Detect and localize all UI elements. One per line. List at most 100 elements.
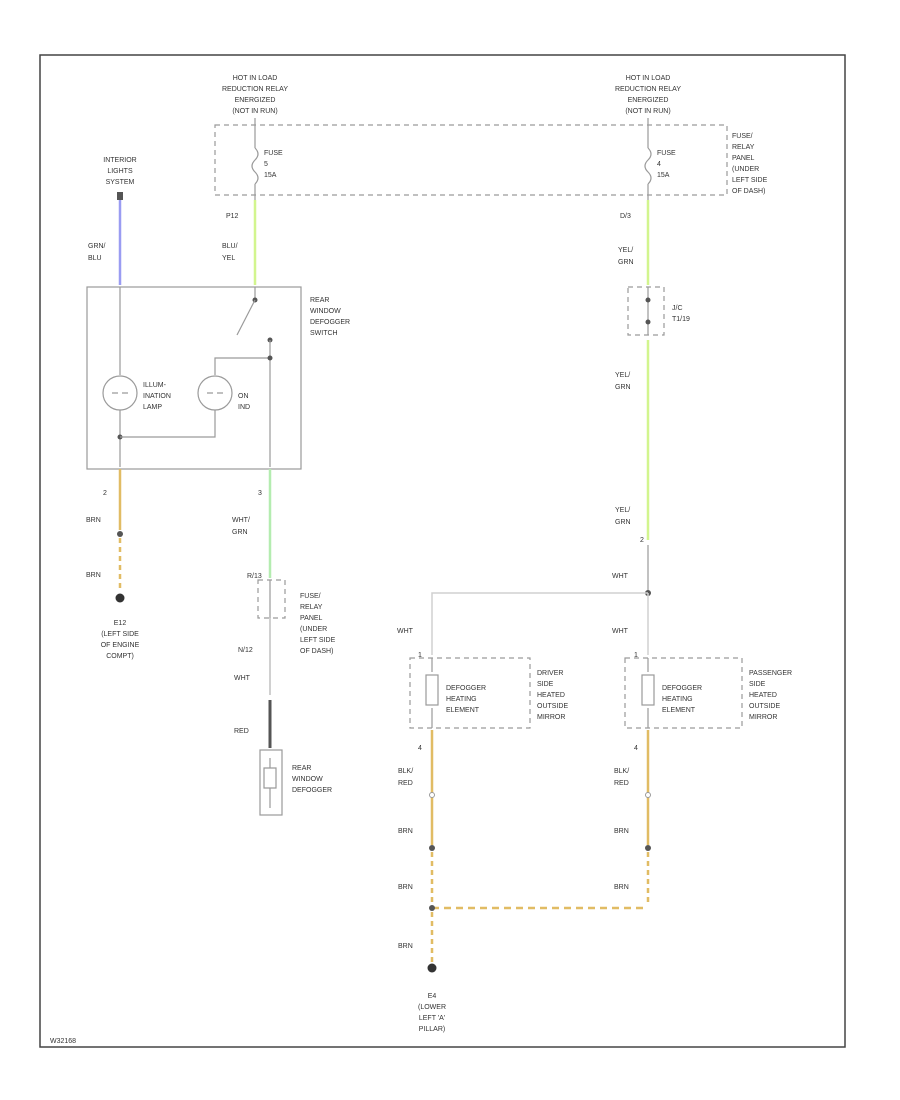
wire-brn-driver-label: BRN: [398, 828, 413, 835]
fuse-relay-panel-label: FUSE/ RELAY PANEL (UNDER LEFT SIDE OF DA…: [732, 133, 768, 195]
svg-text:OUTSIDE: OUTSIDE: [749, 703, 780, 710]
svg-text:FUSE: FUSE: [264, 150, 283, 157]
wire-brn-passenger-label: BRN: [614, 828, 629, 835]
svg-text:SYSTEM: SYSTEM: [106, 179, 135, 186]
svg-text:SIDE: SIDE: [749, 681, 766, 688]
svg-text:ENERGIZED: ENERGIZED: [235, 97, 276, 104]
passenger-mirror-box: [624, 657, 743, 729]
svg-text:OUTSIDE: OUTSIDE: [537, 703, 568, 710]
pin-3-label: 3: [258, 490, 262, 497]
svg-text:MIRROR: MIRROR: [749, 714, 777, 721]
passenger-mirror-label: PASSENGER SIDE HEATED OUTSIDE MIRROR: [749, 670, 792, 721]
passenger-heating-element-symbol: [641, 674, 655, 706]
ground-e4: [427, 963, 437, 973]
passenger-pin-1-label: 1: [634, 652, 638, 659]
passenger-heating-element-label: DEFOGGER HEATING ELEMENT: [662, 685, 702, 714]
svg-text:INATION: INATION: [143, 393, 171, 400]
svg-text:4: 4: [657, 161, 661, 168]
svg-text:IND: IND: [238, 404, 250, 411]
svg-text:ENERGIZED: ENERGIZED: [628, 97, 669, 104]
wire-wht-label-1: WHT: [612, 573, 629, 580]
svg-text:WHT/: WHT/: [232, 517, 250, 524]
svg-text:RED: RED: [614, 780, 629, 787]
wire-blk-red-driver-label: BLK/ RED: [398, 768, 413, 787]
fuse-left-symbol: [251, 147, 259, 185]
svg-text:PASSENGER: PASSENGER: [749, 670, 792, 677]
svg-text:HOT IN LOAD: HOT IN LOAD: [233, 75, 278, 82]
fuse-relay-panel-connector-box: [257, 579, 286, 619]
svg-text:GRN: GRN: [618, 259, 634, 266]
pin-2-label: 2: [103, 490, 107, 497]
svg-text:FUSE/: FUSE/: [732, 133, 753, 140]
connector-r13-label: R/13: [247, 573, 262, 580]
driver-pin-4-label: 4: [418, 745, 422, 752]
svg-text:J/C: J/C: [672, 305, 683, 312]
svg-text:LEFT 'A': LEFT 'A': [419, 1015, 445, 1022]
svg-text:REDUCTION RELAY: REDUCTION RELAY: [222, 86, 288, 93]
illumination-lamp-label: ILLUM- INATION LAMP: [143, 382, 171, 411]
svg-text:HEATING: HEATING: [446, 696, 477, 703]
on-indicator-label: ON IND: [238, 393, 250, 411]
driver-heating-element-label: DEFOGGER HEATING ELEMENT: [446, 685, 486, 714]
jc-label: J/C T1/19: [672, 305, 690, 323]
svg-text:DEFOGGER: DEFOGGER: [662, 685, 702, 692]
driver-mirror-label: DRIVER SIDE HEATED OUTSIDE MIRROR: [537, 670, 568, 721]
diagram-frame: [39, 54, 846, 1048]
svg-text:BLU/: BLU/: [222, 243, 238, 250]
wire-yel-grn-label-3: YEL/ GRN: [615, 507, 631, 526]
svg-text:DRIVER: DRIVER: [537, 670, 563, 677]
svg-text:HEATING: HEATING: [662, 696, 693, 703]
svg-text:(UNDER: (UNDER: [732, 166, 759, 173]
svg-text:PILLAR): PILLAR): [419, 1026, 445, 1033]
svg-text:OF DASH): OF DASH): [732, 188, 765, 195]
svg-text:REDUCTION RELAY: REDUCTION RELAY: [615, 86, 681, 93]
svg-text:LAMP: LAMP: [143, 404, 162, 411]
svg-text:FUSE/: FUSE/: [300, 593, 321, 600]
switch-label: REAR WINDOW DEFOGGER SWITCH: [310, 297, 350, 337]
svg-text:E12: E12: [114, 620, 127, 627]
driver-pin-1-label: 1: [418, 652, 422, 659]
svg-text:LEFT SIDE: LEFT SIDE: [300, 637, 336, 644]
driver-mirror-box: [409, 657, 531, 729]
connector-d3-label: D/3: [620, 213, 631, 220]
svg-text:WINDOW: WINDOW: [310, 308, 341, 315]
svg-text:GRN/: GRN/: [88, 243, 106, 250]
svg-text:LIGHTS: LIGHTS: [107, 168, 133, 175]
svg-text:ELEMENT: ELEMENT: [662, 707, 696, 714]
switch-contact: [236, 299, 256, 336]
svg-text:WINDOW: WINDOW: [292, 776, 323, 783]
svg-text:(UNDER: (UNDER: [300, 626, 327, 633]
svg-text:RED: RED: [398, 780, 413, 787]
svg-text:GRN: GRN: [615, 384, 631, 391]
connector-p12-label: P12: [226, 213, 239, 220]
svg-text:OF ENGINE: OF ENGINE: [101, 642, 140, 649]
svg-text:SWITCH: SWITCH: [310, 330, 338, 337]
svg-text:DEFOGGER: DEFOGGER: [310, 319, 350, 326]
svg-text:ELEMENT: ELEMENT: [446, 707, 480, 714]
svg-text:RELAY: RELAY: [732, 144, 755, 151]
svg-text:PANEL: PANEL: [300, 615, 323, 622]
svg-text:HOT IN LOAD: HOT IN LOAD: [626, 75, 671, 82]
fuse-right-label: FUSE 4 15A: [657, 150, 676, 179]
svg-text:YEL/: YEL/: [615, 507, 630, 514]
rear-window-defogger-box: [259, 749, 283, 816]
ground-e4-label: E4 (LOWER LEFT 'A' PILLAR): [418, 993, 446, 1033]
svg-text:LEFT SIDE: LEFT SIDE: [732, 177, 768, 184]
wire-brn-driver-label-2: BRN: [398, 884, 413, 891]
svg-text:HEATED: HEATED: [749, 692, 777, 699]
rear-window-defogger-switch-box: [86, 286, 302, 470]
fuse-relay-panel-label-lower: FUSE/ RELAY PANEL (UNDER LEFT SIDE OF DA…: [300, 593, 336, 655]
wire-wht-label-3: WHT: [612, 628, 629, 635]
jc-box: [627, 286, 665, 336]
rear-window-defogger-symbol: [263, 758, 277, 808]
svg-text:ON: ON: [238, 393, 249, 400]
svg-text:SIDE: SIDE: [537, 681, 554, 688]
svg-text:COMPT): COMPT): [106, 653, 134, 660]
svg-text:GRN: GRN: [232, 529, 248, 536]
figure-id: W32168: [50, 1038, 76, 1045]
fuse-left-label: FUSE 5 15A: [264, 150, 283, 179]
svg-text:(NOT IN RUN): (NOT IN RUN): [625, 108, 670, 115]
illumination-lamp-symbol: [102, 375, 138, 411]
svg-text:REAR: REAR: [310, 297, 329, 304]
wire-red-label: RED: [234, 728, 249, 735]
